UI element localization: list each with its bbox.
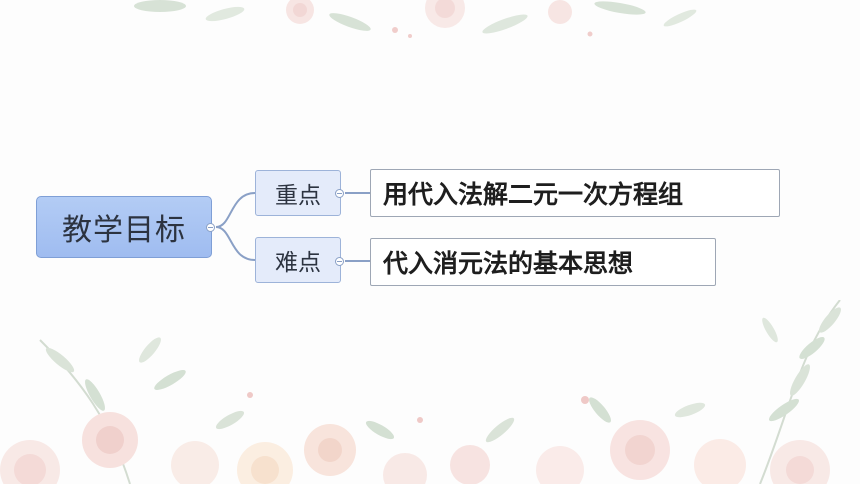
branch-label-key-point: 重点 xyxy=(275,183,321,209)
root-topic-node[interactable]: 教学目标 xyxy=(36,196,212,258)
leaf-node-difficult-point-detail[interactable]: 代入消元法的基本思想 xyxy=(370,238,716,286)
leaf-label-key-point-detail: 用代入法解二元一次方程组 xyxy=(383,180,684,209)
branch-node-key-point[interactable]: 重点 xyxy=(255,170,341,216)
leaf-label-difficult-point-detail: 代入消元法的基本思想 xyxy=(383,249,634,278)
connector-root-to-key xyxy=(215,192,256,228)
collapse-icon-root[interactable] xyxy=(206,223,215,232)
leaf-node-key-point-detail[interactable]: 用代入法解二元一次方程组 xyxy=(370,169,780,217)
collapse-icon-key-point[interactable] xyxy=(335,189,344,198)
root-topic-label: 教学目标 xyxy=(62,213,186,248)
branch-node-difficult-point[interactable]: 难点 xyxy=(255,237,341,283)
branch-label-difficult-point: 难点 xyxy=(275,250,321,276)
collapse-icon-difficult-point[interactable] xyxy=(335,257,344,266)
connector-root-to-hard xyxy=(215,226,256,261)
